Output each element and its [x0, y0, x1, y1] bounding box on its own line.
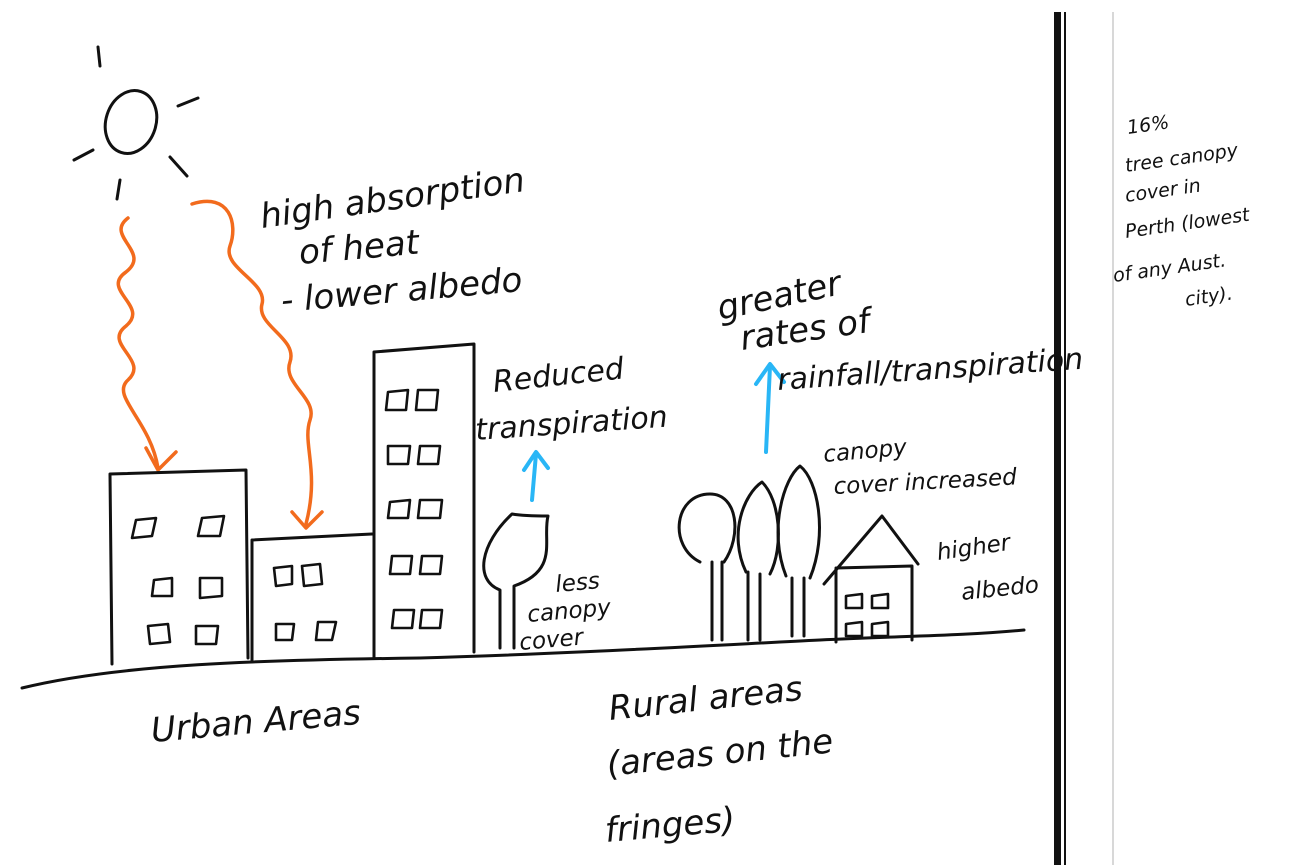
side-note-line-4: Perth (lowest	[1124, 203, 1253, 242]
less-canopy-line-3: cover	[518, 624, 585, 656]
building-icon	[372, 342, 476, 660]
house-icon	[822, 514, 920, 644]
transpiration-arrow-icon	[754, 362, 786, 454]
sun-icon	[72, 45, 200, 201]
side-note-line-2: tree canopy	[1124, 139, 1240, 177]
building-icon	[108, 468, 250, 666]
higher-albedo-line-1: higher	[935, 530, 1013, 566]
rural-areas-line-1: Rural areas	[607, 669, 805, 729]
side-note-line-3: cover in	[1124, 175, 1203, 207]
tree-icon	[736, 480, 780, 642]
side-note-line-1: 16%	[1126, 111, 1171, 139]
canopy-increased-line-2: cover increased	[833, 464, 1018, 500]
transpiration-arrow-icon	[522, 450, 550, 502]
side-note-line-5: of any Aust.	[1112, 249, 1228, 287]
canopy-increased-line-1: canopy	[822, 435, 908, 468]
tree-icon	[677, 492, 737, 642]
urban-areas-label: Urban Areas	[149, 693, 362, 751]
building-icon	[250, 532, 374, 662]
side-note-line-6: city).	[1184, 283, 1234, 311]
heat-arrow-icon	[190, 199, 324, 530]
page-divider	[1054, 12, 1061, 865]
less-canopy-line-1: less	[554, 568, 601, 598]
higher-albedo-line-2: albedo	[960, 572, 1040, 606]
heat-absorption-line-2: of heat	[297, 222, 422, 272]
rural-areas-line-3: fringes)	[603, 800, 736, 851]
reduced-transpiration-line-1: Reduced	[491, 351, 626, 400]
heat-arrow-icon	[116, 216, 178, 472]
rural-areas-line-2: (areas on the	[605, 721, 835, 785]
greater-rates-line-3: rainfall/transpiration	[776, 342, 1084, 398]
tree-icon	[776, 464, 821, 638]
reduced-transpiration-line-2: transpiration	[474, 400, 669, 448]
tree-icon	[482, 512, 550, 650]
ground-line	[20, 628, 1026, 690]
less-canopy-line-2: canopy	[526, 595, 612, 628]
